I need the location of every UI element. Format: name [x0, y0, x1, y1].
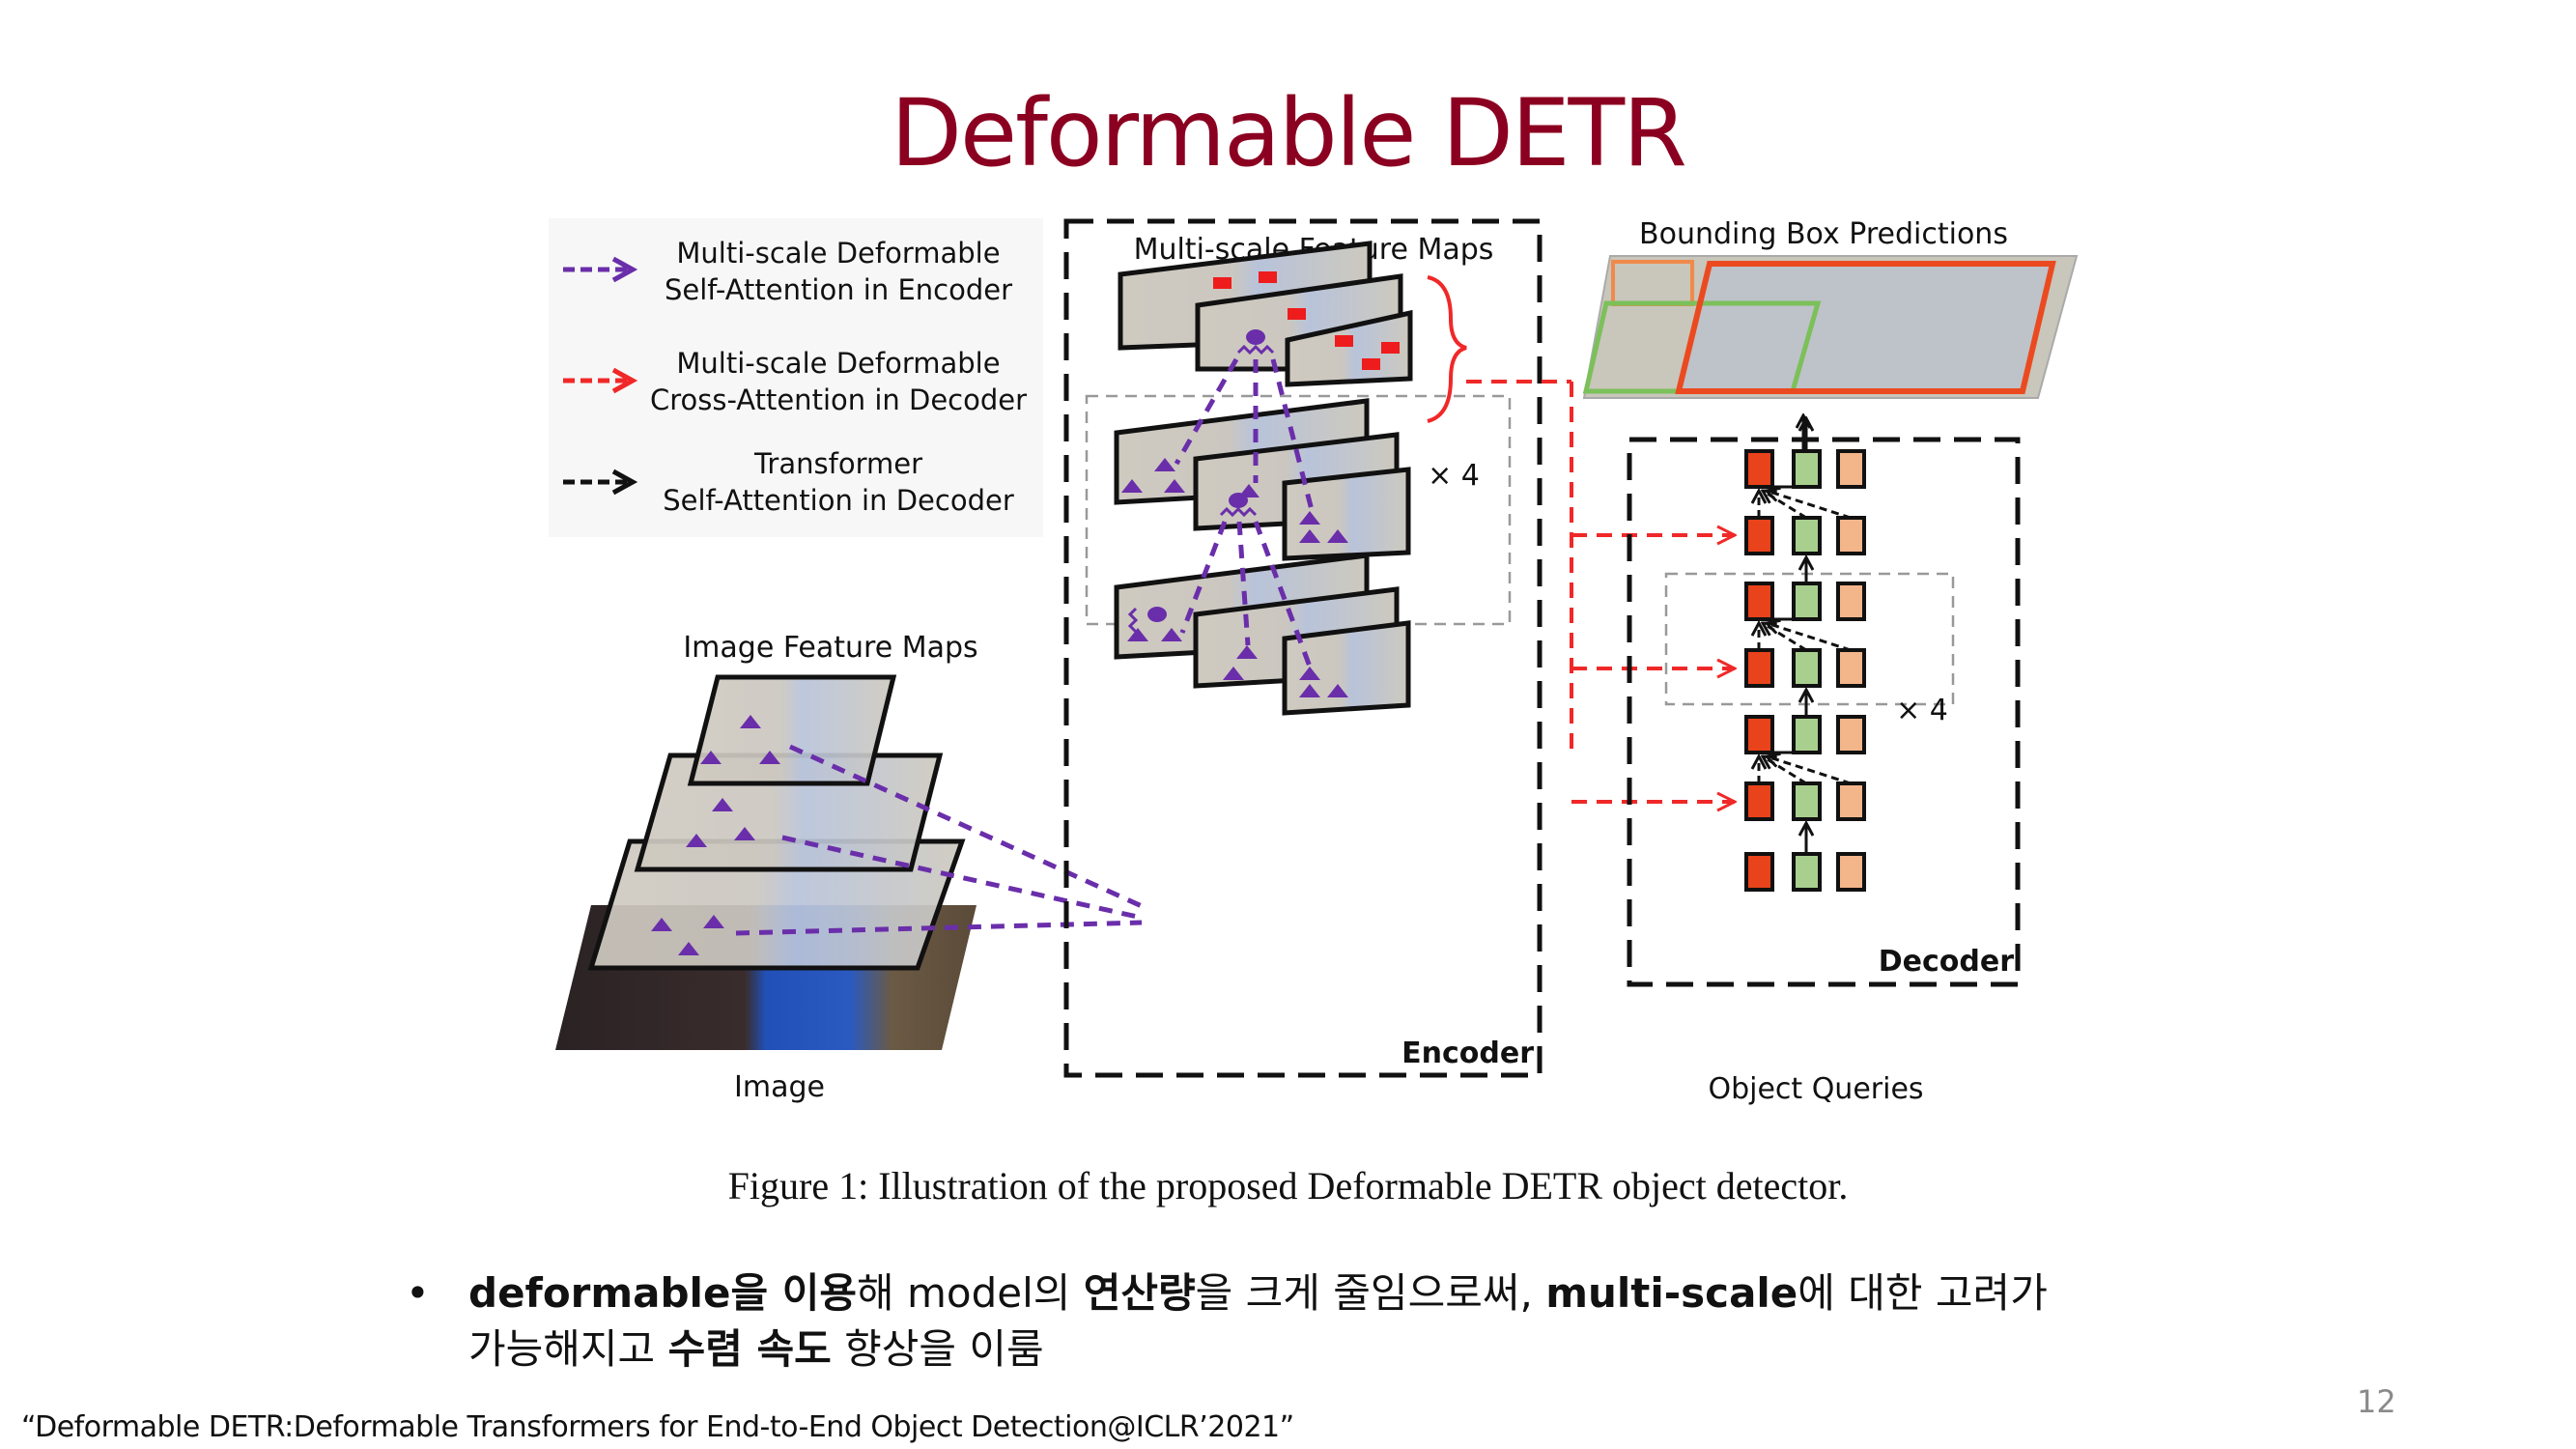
- bullet-seg: 에 대한 고려가: [1798, 1269, 2048, 1317]
- bullet-text: deformable을 이용해 model의 연산량을 크게 줄임으로써, mu…: [468, 1265, 2284, 1378]
- bullet-dot-icon: •: [406, 1269, 430, 1317]
- object-queries-label: Object Queries: [1708, 1072, 1923, 1106]
- citation-footer: “Deformable DETR:Deformable Transformers…: [21, 1410, 1294, 1444]
- legend-1-line2: Self-Attention in Encoder: [665, 273, 1012, 306]
- bullet-seg: 을 크게 줄임으로써,: [1195, 1269, 1546, 1317]
- black-arrowhead-icon: [611, 469, 638, 496]
- page-number: 12: [2357, 1383, 2396, 1420]
- encoder-block: Multi-scale Feature Maps × 4: [1063, 218, 1543, 1078]
- bullet-line-1: deformable을 이용해 model의 연산량을 크게 줄임으로써, mu…: [468, 1265, 2284, 1321]
- decoder-repeat-label: × 4: [1896, 694, 1948, 727]
- legend-3-line1: Transformer: [753, 447, 922, 480]
- legend-1-line1: Multi-scale Deformable: [676, 237, 1000, 270]
- bounding-box-predictions-label: Bounding Box Predictions: [1639, 217, 2008, 251]
- red-arrowhead-icon: [611, 367, 638, 394]
- legend-2-line1: Multi-scale Deformable: [676, 347, 1000, 380]
- bullet-seg: 향상을 이룸: [831, 1325, 1044, 1373]
- bullet-seg: 해 model의: [856, 1269, 1084, 1317]
- object-query-peach: [1836, 852, 1866, 892]
- legend-2-line2: Cross-Attention in Decoder: [650, 384, 1027, 416]
- bullet-line-2: 가능해지고 수렴 속도 향상을 이룸: [468, 1321, 2284, 1378]
- cross-attention-connectors: [1466, 380, 1735, 802]
- purple-arrowhead-icon: [611, 256, 638, 283]
- image-feature-maps: Image Feature Maps Image: [555, 631, 1144, 1104]
- bullet-seg: deformable을 이용: [468, 1269, 857, 1317]
- legend: Multi-scale Deformable Self-Attention in…: [549, 218, 1043, 537]
- bounding-box-predictions: Bounding Box Predictions: [1582, 217, 2079, 450]
- encoder-label: Encoder: [1401, 1037, 1534, 1070]
- image-label: Image: [734, 1070, 825, 1104]
- decoder-block: × 4: [1627, 418, 2021, 1106]
- slide-title: Deformable DETR: [891, 79, 1687, 187]
- bullet-seg: 연산량: [1083, 1269, 1196, 1317]
- bullet-seg: 수렴 속도: [667, 1325, 832, 1373]
- object-query-green: [1792, 852, 1822, 892]
- object-query-red: [1744, 852, 1774, 892]
- figure-caption: Figure 1: Illustration of the proposed D…: [727, 1164, 1849, 1208]
- encoder-repeat-label: × 4: [1428, 459, 1480, 493]
- decoder-label: Decoder: [1879, 945, 2014, 979]
- bullet-seg: 가능해지고: [468, 1325, 668, 1373]
- bullet-seg: multi-scale: [1545, 1269, 1798, 1317]
- image-feature-maps-label: Image Feature Maps: [683, 631, 977, 665]
- legend-3-line2: Self-Attention in Decoder: [663, 484, 1014, 517]
